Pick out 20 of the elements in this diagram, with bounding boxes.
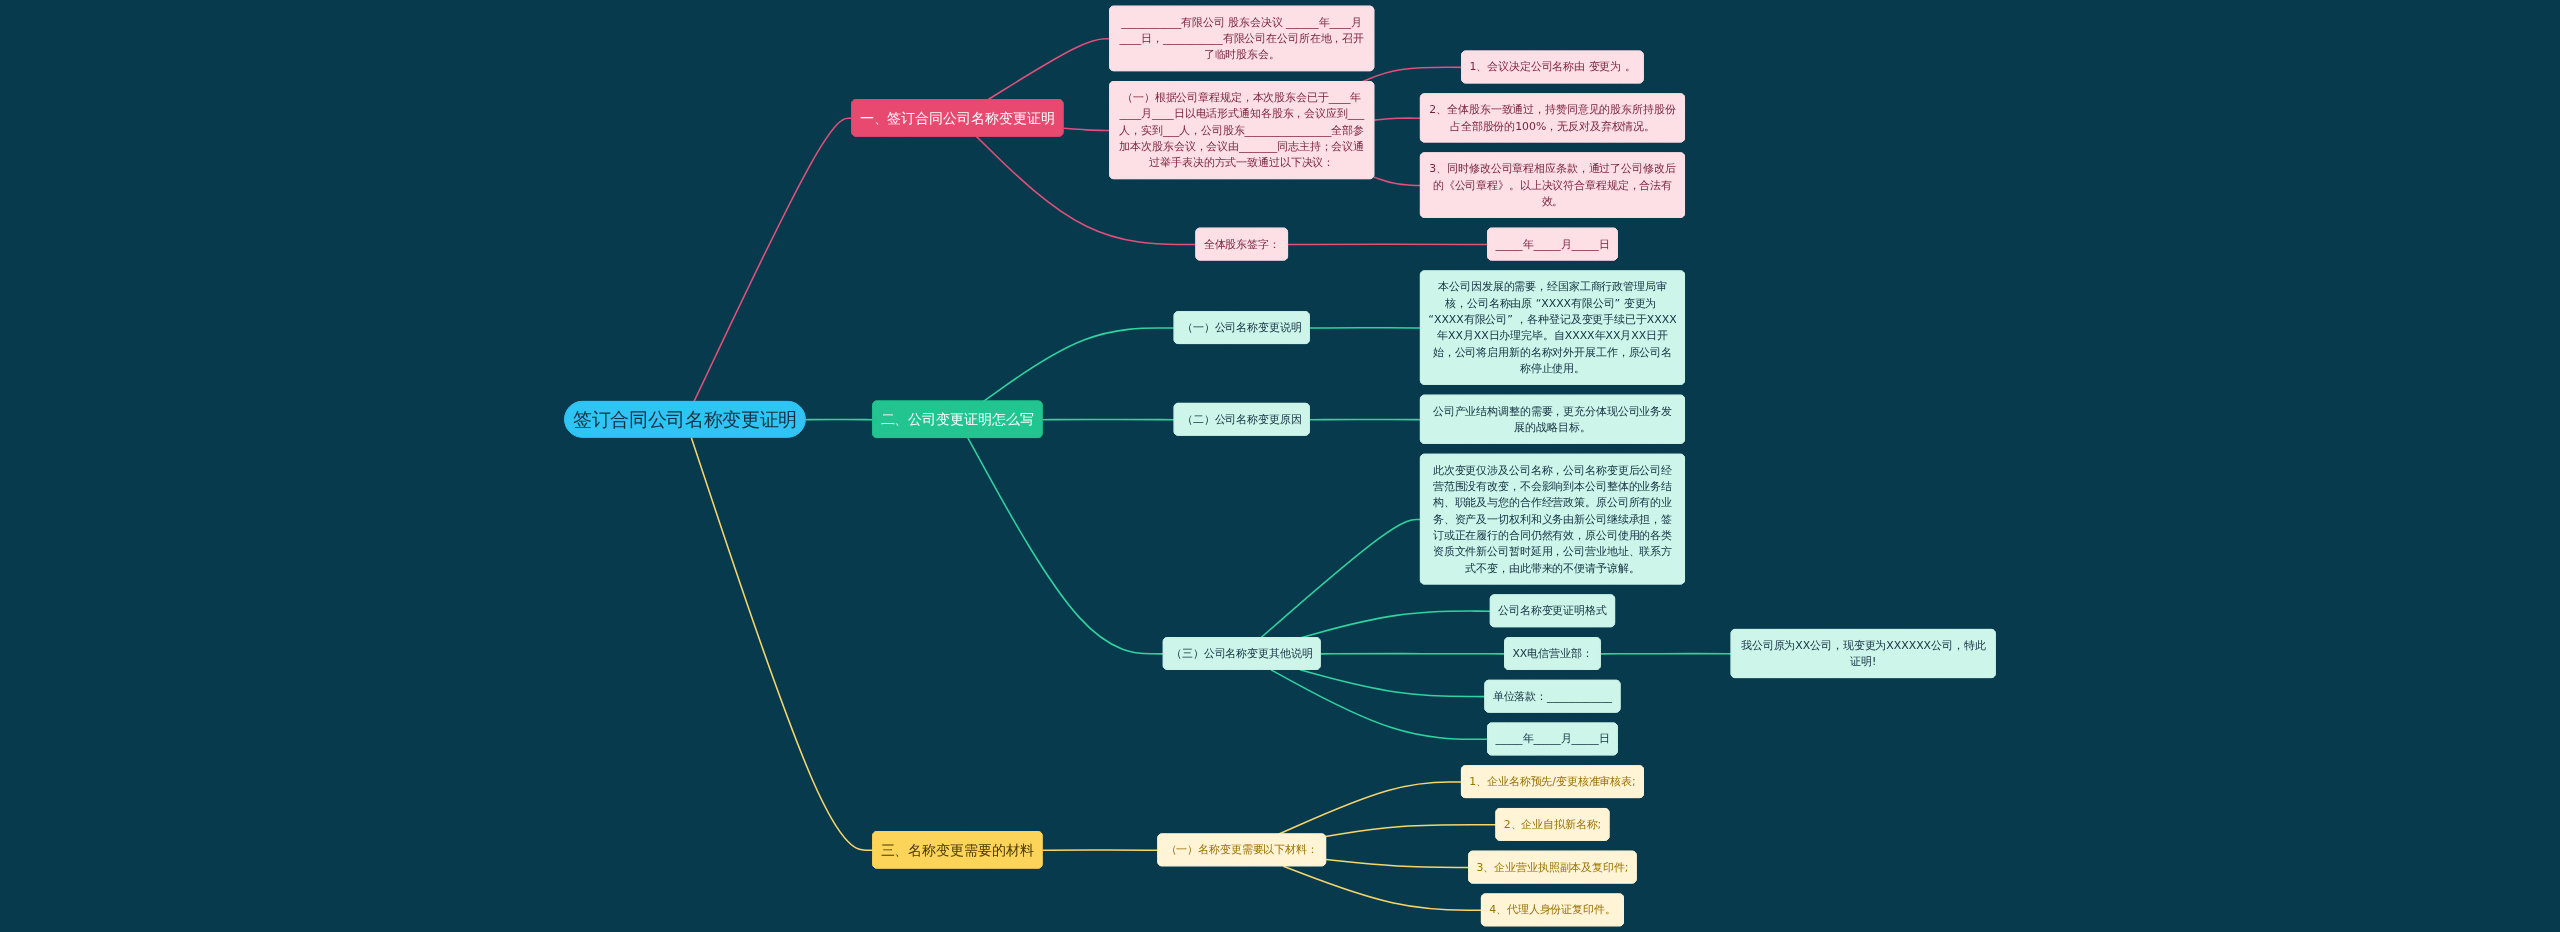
connector bbox=[986, 38, 1111, 101]
connector bbox=[693, 117, 853, 403]
connector bbox=[1282, 865, 1483, 912]
connector bbox=[1062, 127, 1111, 132]
connector bbox=[982, 327, 1176, 403]
connector bbox=[690, 436, 874, 851]
connector bbox=[1041, 418, 1176, 421]
connector bbox=[1325, 858, 1470, 869]
connector bbox=[967, 437, 1165, 655]
connector bbox=[1319, 652, 1506, 655]
connector bbox=[1287, 243, 1489, 246]
connector bbox=[1308, 327, 1422, 329]
connector bbox=[1270, 669, 1489, 741]
connector bbox=[1308, 418, 1422, 421]
connector bbox=[1373, 117, 1422, 121]
connector bbox=[1372, 176, 1422, 187]
connector bbox=[804, 418, 874, 421]
connector bbox=[1041, 849, 1159, 851]
connector bbox=[1259, 518, 1422, 639]
connector bbox=[1599, 652, 1733, 655]
